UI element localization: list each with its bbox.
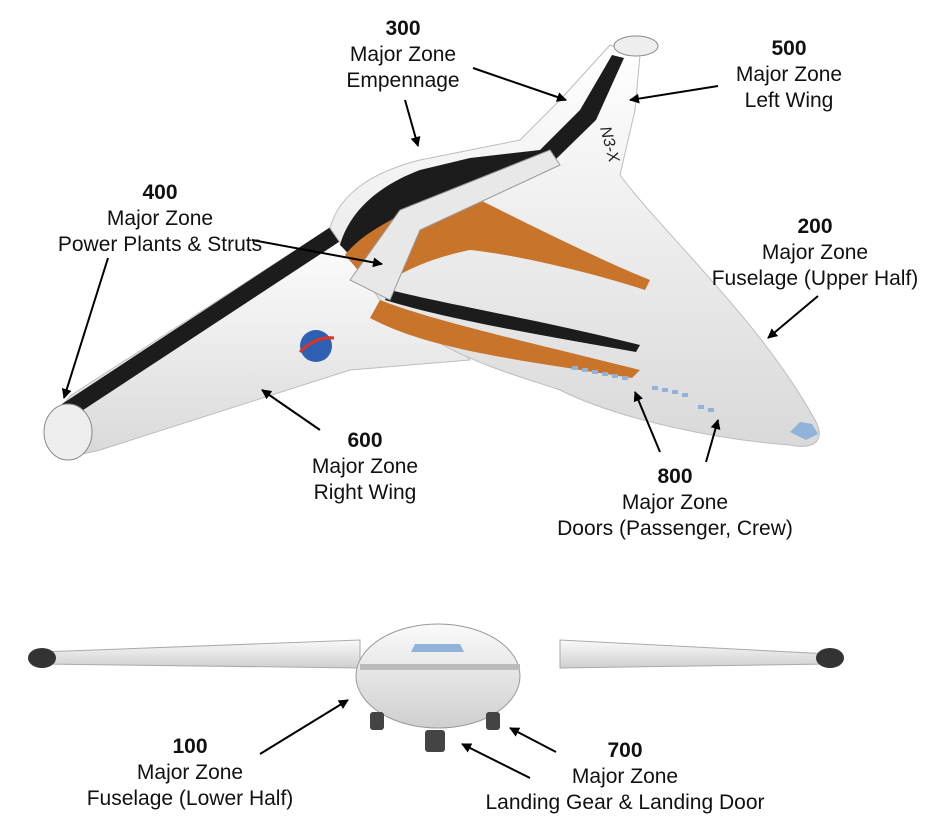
arrow-300-b	[404, 99, 421, 147]
zone-300-line2: Empennage	[346, 69, 460, 92]
zone-200-line2: Fuselage (Upper Half)	[711, 267, 919, 290]
front-fuselage	[355, 623, 521, 729]
arrow-600	[261, 389, 321, 431]
zone-600-line1: Major Zone	[311, 455, 419, 478]
arrow-300-a	[472, 67, 567, 102]
arrow-800-b	[705, 419, 721, 463]
zone-100-line2: Fuselage (Lower Half)	[86, 787, 294, 810]
zone-800-line1: Major Zone	[621, 491, 729, 514]
arrow-400-b	[61, 257, 109, 399]
arrow-200	[767, 295, 819, 339]
zone-200-label: 200 Major Zone Fuselage (Upper Half)	[700, 214, 930, 292]
front-view-aircraft	[28, 623, 844, 752]
top-view-aircraft: N3-X	[43, 35, 820, 461]
arrow-500	[629, 85, 719, 104]
zone-600-number: 600	[347, 429, 383, 452]
front-landing-gear	[370, 712, 500, 752]
arrow-100	[259, 699, 349, 755]
zone-100-number: 100	[172, 735, 208, 758]
front-cockpit-window	[411, 644, 464, 652]
zone-300-number: 300	[385, 17, 421, 40]
zone-500-line2: Left Wing	[744, 89, 834, 112]
zone-800-label: 800 Major Zone Doors (Passenger, Crew)	[540, 464, 810, 542]
zone-500-label: 500 Major Zone Left Wing	[714, 36, 864, 114]
arrow-700-a	[509, 727, 557, 753]
zone-200-line1: Major Zone	[761, 241, 869, 264]
arrow-700-b	[461, 743, 531, 779]
zone-500-number: 500	[771, 37, 807, 60]
zone-400-line1: Major Zone	[106, 207, 214, 230]
front-right-engine	[816, 648, 844, 668]
front-fuselage-stripe	[360, 664, 520, 670]
body-stripe-orange-2	[370, 300, 640, 378]
zone-400-line2: Power Plants & Struts	[57, 233, 263, 256]
zone-700-line1: Major Zone	[571, 765, 679, 788]
zone-400-number: 400	[142, 181, 178, 204]
zone-700-number: 700	[607, 739, 643, 762]
engine-pod-top	[349, 149, 561, 301]
arrow-800-a	[633, 391, 661, 453]
zone-400-label: 400 Major Zone Power Plants & Struts	[40, 180, 280, 258]
zone-300-label: 300 Major Zone Empennage	[318, 16, 488, 94]
zone-100-label: 100 Major Zone Fuselage (Lower Half)	[70, 734, 310, 812]
zone-300-line1: Major Zone	[349, 43, 457, 66]
zone-200-number: 200	[797, 215, 833, 238]
cockpit-window	[790, 422, 818, 440]
right-wing-leading-edge	[62, 226, 348, 416]
zone-500-line1: Major Zone	[735, 63, 843, 86]
zone-100-line1: Major Zone	[136, 761, 244, 784]
wingtip-engine-right	[43, 403, 93, 461]
nasa-logo	[298, 330, 335, 362]
body-stripe-dark	[340, 55, 624, 255]
zone-800-line2: Doors (Passenger, Crew)	[557, 517, 793, 540]
callout-arrows	[61, 67, 819, 779]
zone-600-label: 600 Major Zone Right Wing	[290, 428, 440, 506]
zone-600-line2: Right Wing	[313, 481, 417, 504]
front-left-engine	[28, 648, 56, 668]
zone-800-number: 800	[657, 465, 693, 488]
zone-700-label: 700 Major Zone Landing Gear & Landing Do…	[470, 738, 780, 816]
zone-700-line2: Landing Gear & Landing Door	[485, 791, 765, 814]
passenger-windows	[572, 366, 714, 412]
wingtip-engine-left	[613, 35, 659, 57]
arrow-400-a	[251, 239, 383, 268]
body-stripe-dark-2	[385, 290, 640, 352]
